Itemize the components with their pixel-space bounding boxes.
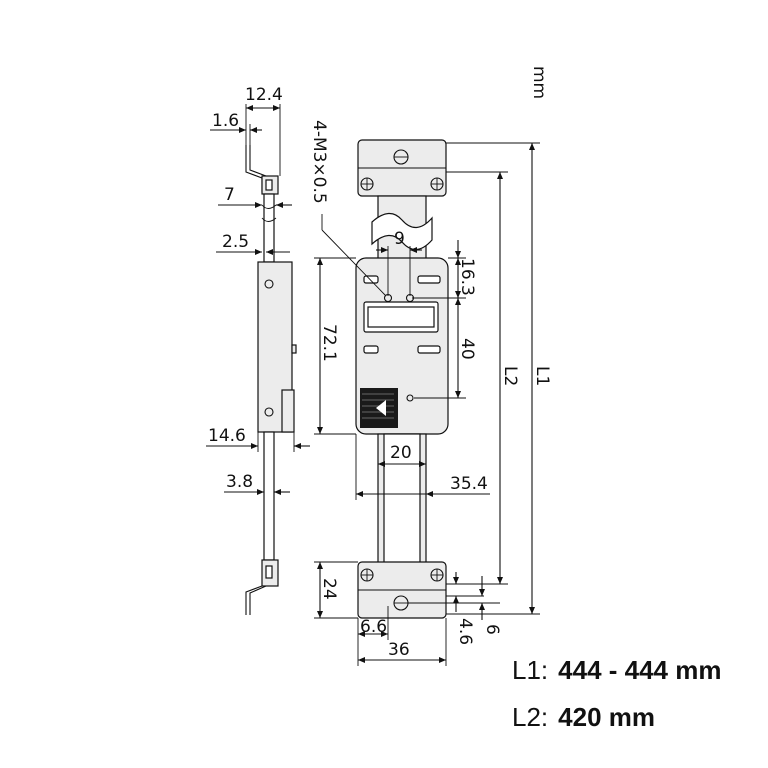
dim-16-3: 16.3 [457,258,477,296]
dim-7: 7 [224,185,235,205]
legend-l1-label: L1: [512,655,549,685]
dim-24: 24 [319,578,339,600]
dim-20: 20 [390,443,412,463]
legend-l2: L2: 420 mm [512,702,655,733]
dim-12-4: 12.4 [245,85,283,105]
dim-9: 9 [394,229,405,249]
dim-35-4: 35.4 [450,474,488,494]
side-view: 12.4 1.6 7 2.5 14.6 3.8 [206,85,310,615]
dim-l1: L1 [532,366,552,386]
dim-72-1: 72.1 [319,324,339,362]
dim-l2: L2 [500,366,520,386]
unit-label: mm [529,66,549,99]
dim-40: 40 [457,338,477,360]
dim-36: 36 [388,640,410,660]
dim-6-6: 6.6 [360,617,387,637]
dim-1-6: 1.6 [212,111,239,131]
legend-l1-value: 444 - 444 mm [558,655,722,685]
legend-l1: L1: 444 - 444 mm [512,655,721,686]
legend-l2-label: L2: [512,702,549,732]
front-view: 4-M3×0.5 9 16.3 40 72.1 20 35.4 [309,66,552,666]
dim-2-5: 2.5 [222,232,249,252]
dim-14-6: 14.6 [208,426,246,446]
dim-6: 6 [482,624,502,635]
thread-note: 4-M3×0.5 [309,120,329,204]
dim-4-6: 4.6 [455,618,475,645]
legend-l2-value: 420 mm [558,702,655,732]
dim-3-8: 3.8 [226,472,253,492]
